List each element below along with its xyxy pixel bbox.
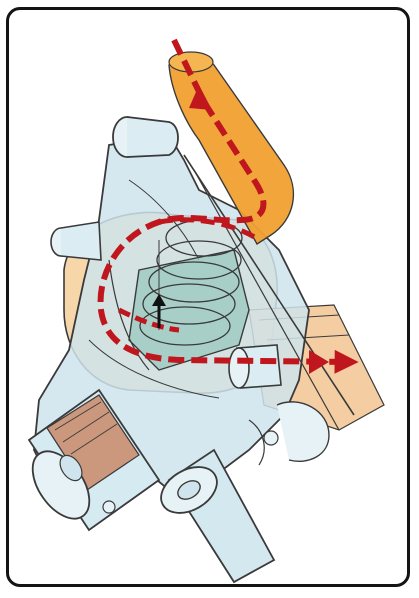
- diagram-frame: [6, 7, 410, 587]
- valve-flow-illustration: [9, 10, 407, 584]
